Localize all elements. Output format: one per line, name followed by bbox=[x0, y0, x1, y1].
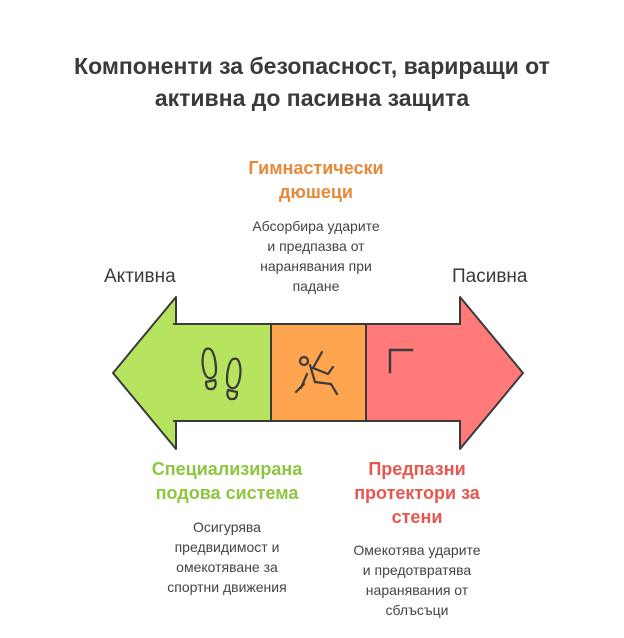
mats-description: Абсорбира ударите и предпазва от нараняв… bbox=[252, 218, 380, 294]
wall-protectors-heading: Предпазни протектори за стени bbox=[354, 459, 480, 527]
falling-person-icon bbox=[294, 350, 339, 396]
footprints-icon bbox=[201, 347, 242, 401]
segment-red bbox=[365, 323, 463, 422]
left-arrowhead bbox=[112, 296, 177, 450]
title-line-1: Компоненти за безопасност, вариращи от bbox=[74, 53, 550, 79]
wall-protectors-description: Омекотява ударите и предотвратява нараня… bbox=[353, 542, 481, 618]
title-line-2: активна до пасивна защита bbox=[154, 85, 470, 111]
mats-heading: Гимнастически дюшеци bbox=[248, 158, 384, 202]
label-passive: Пасивна bbox=[452, 266, 528, 287]
segment-green bbox=[173, 323, 272, 422]
right-arrowhead bbox=[459, 296, 524, 450]
label-active: Активна bbox=[104, 266, 176, 287]
diagram-title: Компоненти за безопасност, вариращи от а… bbox=[0, 50, 624, 114]
floor-system-description: Осигурява предвидимост и омекотяване за … bbox=[167, 519, 287, 595]
floor-system-heading: Специализирана подова система bbox=[151, 459, 303, 503]
segment-orange bbox=[270, 323, 367, 422]
wall-corner-icon bbox=[388, 348, 414, 374]
